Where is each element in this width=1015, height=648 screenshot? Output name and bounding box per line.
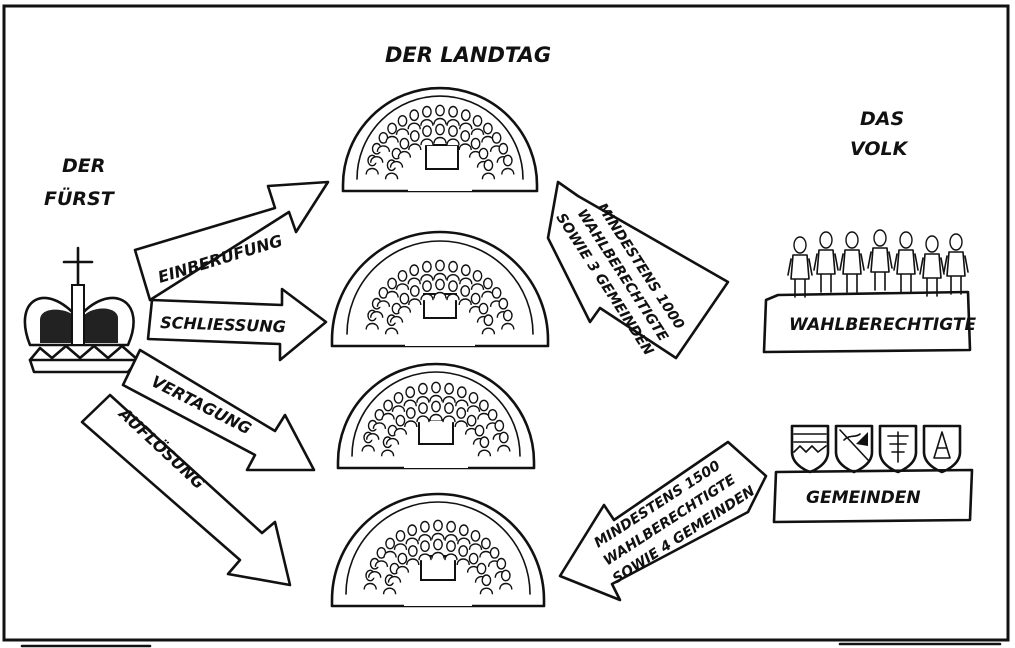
chamber-1 bbox=[341, 86, 539, 193]
fuerst-label: DER FÜRST bbox=[44, 155, 116, 210]
fuerst-label-line1: DER bbox=[62, 155, 105, 177]
volk-label-line1: DAS bbox=[860, 108, 904, 130]
coat-of-arms-icon bbox=[922, 424, 962, 474]
gemeinden-label: GEMEINDEN bbox=[806, 488, 921, 508]
gemeinden-box: GEMEINDEN bbox=[772, 468, 974, 524]
volk-label-line2: VOLK bbox=[850, 138, 909, 160]
landtag-title: DER LANDTAG bbox=[385, 43, 551, 67]
initiative-arrow-lower: MINDESTENS 1500 WAHLBERECHTIGTE SOWIE 4 … bbox=[558, 440, 768, 602]
volk-label: DAS VOLK bbox=[850, 108, 909, 160]
voter-figure-icon bbox=[867, 229, 893, 291]
voter-figure-icon bbox=[839, 231, 865, 293]
chamber-4 bbox=[330, 492, 546, 608]
voter-figure-icon bbox=[919, 235, 945, 297]
voter-figure-icon bbox=[787, 236, 813, 298]
fuerst-label-line2: FÜRST bbox=[44, 186, 116, 210]
wahlberechtigte-label: WAHLBERECHTIGTE bbox=[789, 315, 977, 335]
chamber-3 bbox=[336, 362, 536, 470]
voter-figure-icon bbox=[813, 231, 839, 293]
arrow-schliessung: SCHLIESSUNG bbox=[146, 287, 328, 362]
crown-icon bbox=[23, 246, 140, 374]
chamber-2 bbox=[330, 230, 550, 348]
voter-figure-icon bbox=[943, 233, 969, 295]
wahlberechtigte-box: WAHLBERECHTIGTE bbox=[762, 290, 977, 354]
voter-figure-icon bbox=[893, 231, 919, 293]
voters-group-icon bbox=[787, 229, 969, 298]
arrow-schliessung-label: SCHLIESSUNG bbox=[160, 313, 286, 336]
